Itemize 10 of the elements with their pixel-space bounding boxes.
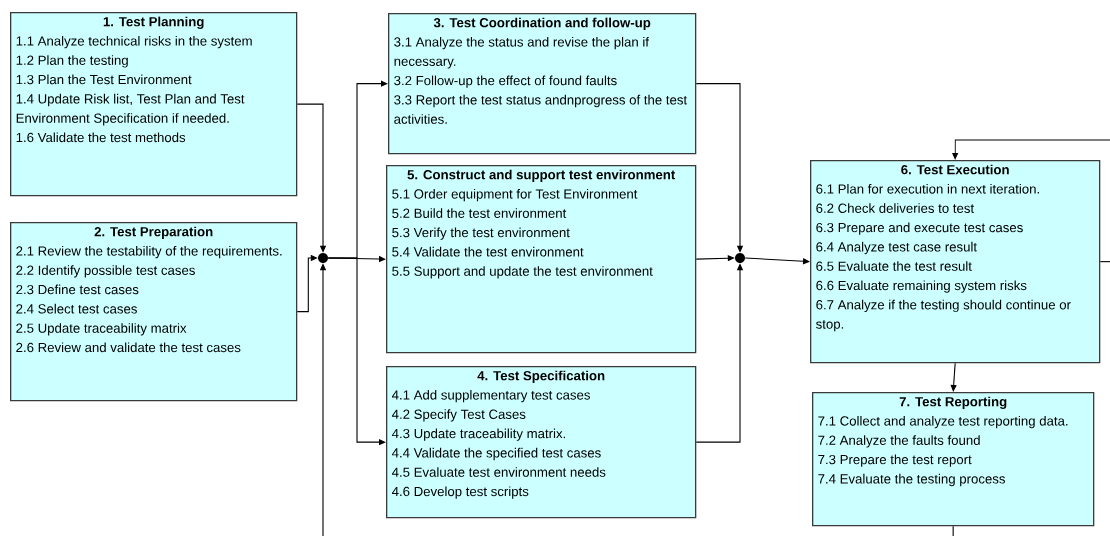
process-box: 4. Test Specification 4.1 Add supplementary test cases 4.2 Specify Test Cases 4.3 Update traceability matrix. 4.4 Validate the specified test cases 4.5 Evaluate test environment needs 4.6 Develop test scripts — [386, 366, 697, 519]
process-box: 2. Test Preparation 2.1 Review the testability of the requirements. 2.2 Identify possible test cases 2.3 Define test cases 2.4 Select test cases 2.5 Update traceability matrix 2.6 Review and validate the test cases — [10, 222, 298, 402]
process-box: 5. Construct and support test environment 5.1 Order equipment for Test Environment 5.2 Build the test environment 5.3 Verify the test environment 5.4 Validate the test environment 5.5 Support and update the test environment — [386, 165, 697, 354]
arrow — [952, 139, 1110, 160]
process-box: 1. Test Planning 1.1 Analyze technical risks in the system 1.2 Plan the testing 1.3 Plan the Test Environment 1.4 Update Risk list, Test Plan and Test Environment Specification if needed. 1.6 Validate the test methods — [10, 12, 298, 197]
process-box: 7. Test Reporting 7.1 Collect and analyze test reporting data. 7.2 Analyze the faults found 7.3 Prepare the test report 7.4 Evaluate the testing process — [812, 392, 1095, 527]
arrow — [744, 257, 810, 265]
arrow — [950, 362, 957, 392]
process-box: 6. Test Execution 6.1 Plan for execution in next iteration. 6.2 Check deliveries to test 6.3 Prepare and execute test cases 6.4 Analyze test case result 6.5 Evaluate the test result 6.6 Evaluate remaining system risks 6.7 Analyze if the testing should continue or stop. — [810, 160, 1101, 364]
process-box: 3. Test Coordination and follow-up 3.1 Analyze the status and revise the plan if necessary. 3.2 Follow-up the effect of found faults 3.3 Report the test status andnprogress of the test activities. — [388, 13, 697, 155]
